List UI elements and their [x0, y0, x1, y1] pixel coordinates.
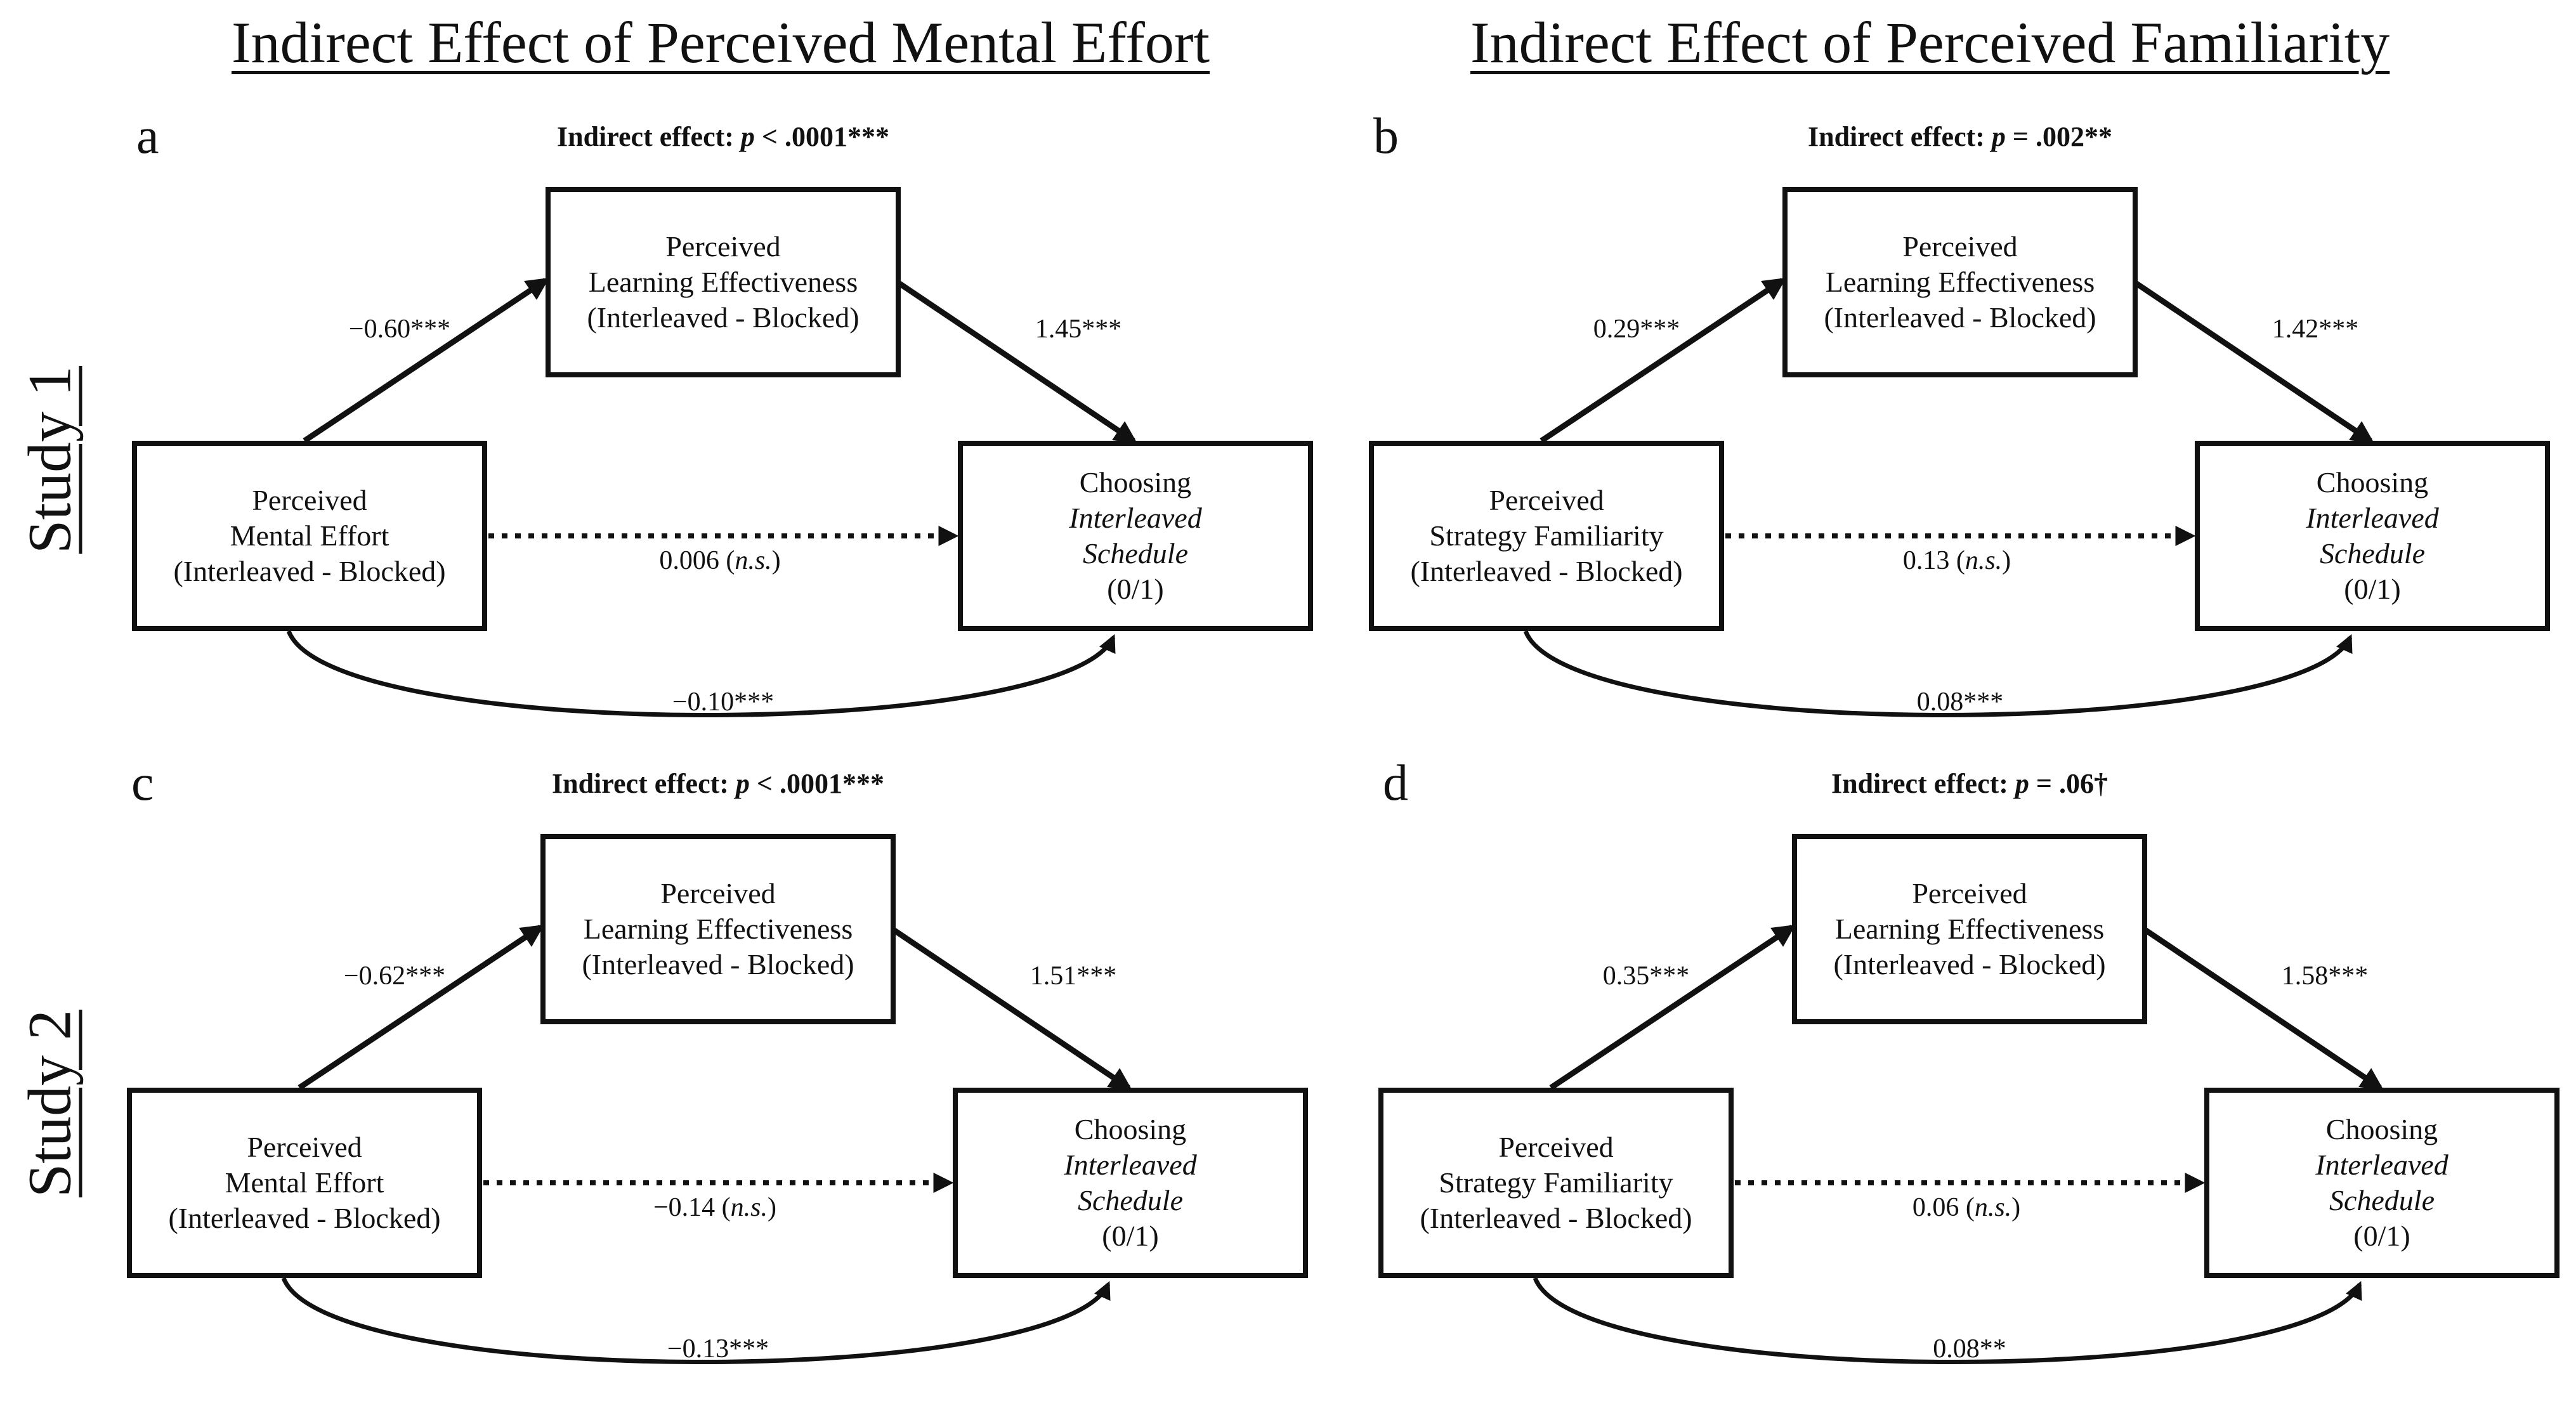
mediator-line-2: Learning Effectiveness — [1834, 912, 2105, 945]
total-effect-coefficient: −0.10*** — [672, 687, 775, 717]
mediator-line-2: Learning Effectiveness — [588, 265, 858, 298]
total-effect-coefficient: −0.13*** — [667, 1334, 769, 1364]
path-a-coefficient: −0.62*** — [343, 961, 446, 991]
mediator-line-2: Learning Effectiveness — [583, 912, 853, 945]
indirect-effect-label: Indirect effect: p < .0001*** — [551, 768, 885, 799]
path-arrows — [281, 925, 1132, 1364]
indirect-effect-label: Indirect effect: p = .06† — [1831, 768, 2109, 799]
panel-letter: c — [131, 755, 154, 811]
indirect-effect-label: Indirect effect: p < .0001*** — [556, 121, 890, 152]
path-b-coefficient: 1.51*** — [1030, 961, 1117, 991]
direct-effect-coefficient: 0.13 (n.s.) — [1902, 546, 2011, 575]
path-arrows — [1523, 278, 2374, 717]
panel-c: c Indirect effect: p < .0001*** Perceive… — [0, 647, 1308, 1364]
outcome-box: Choosing Interleaved Schedule (0/1) — [2195, 441, 2550, 631]
path-b-arrow — [891, 927, 1132, 1091]
panel-a: a Indirect effect: p < .0001*** Perceive… — [0, 0, 1313, 717]
predictor-line-3: (Interleaved - Blocked) — [168, 1202, 441, 1235]
total-path-arrow — [286, 630, 1116, 717]
predictor-line-1: Perceived — [247, 1130, 362, 1163]
mediator-line-3: (Interleaved - Blocked) — [1833, 948, 2106, 981]
predictor-line-1: Perceived — [252, 483, 367, 516]
mediator-line-1: Perceived — [660, 876, 776, 909]
path-a-coefficient: −0.60*** — [348, 315, 451, 344]
path-a-arrow — [303, 278, 549, 443]
mediator-line-1: Perceived — [1902, 230, 2018, 263]
predictor-line-1: Perceived — [1498, 1130, 1614, 1163]
total-path-arrow — [1523, 630, 2353, 717]
path-a-arrow — [1540, 278, 1786, 443]
path-a-arrow — [297, 925, 544, 1090]
left-column-title: Indirect Effect of Perceived Mental Effo… — [232, 10, 1210, 75]
panel-letter: a — [136, 108, 159, 164]
outcome-box: Choosing Interleaved Schedule (0/1) — [953, 1088, 1308, 1278]
path-a-arrow — [1549, 925, 1796, 1090]
indirect-effect-label: Indirect effect: p = .002** — [1807, 121, 2113, 152]
mediator-line-3: (Interleaved - Blocked) — [1824, 301, 2096, 334]
mediator-line-3: (Interleaved - Blocked) — [587, 301, 860, 334]
mediator-line-2: Learning Effectiveness — [1825, 265, 2095, 298]
predictor-line-2: Strategy Familiarity — [1429, 519, 1664, 552]
predictor-line-3: (Interleaved - Blocked) — [1420, 1202, 1692, 1235]
mediator-line-1: Perceived — [665, 230, 781, 263]
total-path-arrow — [1533, 1277, 2362, 1364]
total-path-arrow — [281, 1277, 1111, 1364]
path-b-arrow — [896, 280, 1137, 444]
path-b-arrow — [2142, 927, 2384, 1091]
direct-effect-coefficient: −0.14 (n.s.) — [653, 1193, 777, 1222]
predictor-line-1: Perceived — [1489, 483, 1604, 516]
path-arrows — [1533, 925, 2384, 1364]
predictor-line-3: (Interleaved - Blocked) — [1410, 555, 1683, 588]
direct-effect-coefficient: 0.006 (n.s.) — [659, 546, 781, 575]
predictor-line-2: Strategy Familiarity — [1439, 1166, 1673, 1199]
predictor-line-2: Mental Effort — [225, 1166, 384, 1199]
mediator-line-3: (Interleaved - Blocked) — [582, 948, 854, 981]
mediator-line-1: Perceived — [1912, 876, 2027, 909]
direct-effect-coefficient: 0.06 (n.s.) — [1912, 1193, 2021, 1222]
panel-letter: d — [1383, 755, 1408, 811]
path-b-arrow — [2133, 280, 2374, 444]
path-arrows — [286, 278, 1137, 717]
path-a-coefficient: 0.35*** — [1602, 961, 1690, 991]
total-effect-coefficient: 0.08** — [1933, 1334, 2006, 1364]
total-effect-coefficient: 0.08*** — [1916, 687, 2004, 717]
outcome-box: Choosing Interleaved Schedule (0/1) — [2204, 1088, 2560, 1278]
panel-letter: b — [1373, 108, 1399, 164]
path-a-coefficient: 0.29*** — [1593, 315, 1680, 344]
path-b-coefficient: 1.42*** — [2272, 315, 2359, 344]
predictor-line-3: (Interleaved - Blocked) — [173, 555, 446, 588]
path-b-coefficient: 1.45*** — [1035, 315, 1122, 344]
path-b-coefficient: 1.58*** — [2281, 961, 2369, 991]
right-column-title: Indirect Effect of Perceived Familiarity — [1470, 10, 2390, 75]
outcome-box: Choosing Interleaved Schedule (0/1) — [958, 441, 1313, 631]
predictor-line-2: Mental Effort — [230, 519, 389, 552]
